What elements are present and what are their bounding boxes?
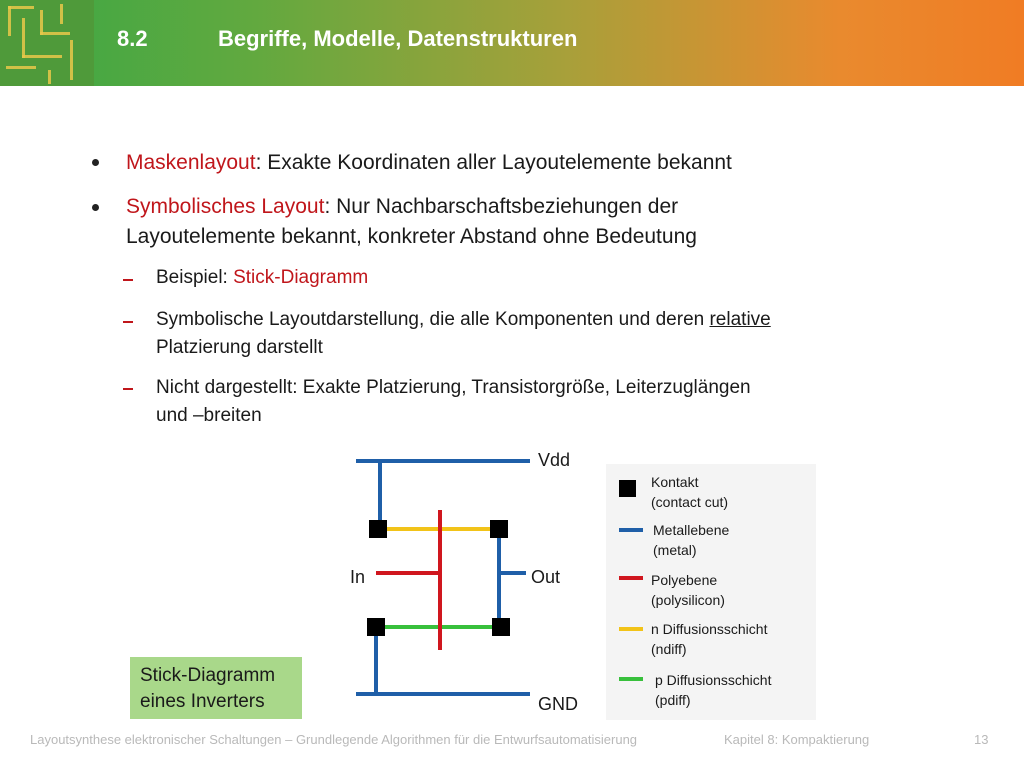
legend-contact: Kontakt (contact cut)	[651, 472, 728, 512]
underlined-word: relative	[709, 309, 771, 330]
legend-label: Polyebene	[651, 572, 718, 588]
label-in: In	[350, 567, 366, 587]
bullet-text: : Nur Nachbarschaftsbeziehungen der	[324, 195, 679, 218]
pdiff-legend-swatch	[619, 677, 643, 681]
legend-label: Kontakt	[651, 474, 699, 490]
term-stick-diagramm: Stick-Diagramm	[233, 267, 369, 288]
section-number: 8.2	[117, 26, 148, 51]
sub-bullet-text: Symbolische Layoutdarstellung, die alle …	[156, 309, 710, 330]
header-band: 8.2 Begriffe, Modelle, Datenstrukturen	[0, 0, 1024, 86]
sub-bullet-continuation: Platzierung darstellt	[156, 337, 323, 358]
label-vdd: Vdd	[538, 450, 571, 470]
legend-metal: Metallebene (metal)	[653, 520, 729, 560]
sub-bullet-nicht-dargestellt: Nicht dargestellt: Exakte Platzierung, T…	[156, 377, 751, 398]
legend-label: (ndiff)	[651, 641, 687, 657]
caption-line: Stick-Diagramm	[140, 665, 276, 686]
caption-line: eines Inverters	[140, 691, 265, 712]
legend-label: (metal)	[653, 542, 697, 558]
poly-legend-swatch	[619, 576, 643, 580]
bullet-dot	[92, 204, 99, 211]
bullet-maskenlayout: Maskenlayout: Exakte Koordinaten aller L…	[126, 148, 732, 178]
label-gnd: GND	[538, 694, 578, 714]
sub-bullet-dash	[123, 321, 133, 323]
contact-cut	[492, 618, 510, 636]
diagram-caption: Stick-Diagramm eines Inverters	[130, 657, 302, 719]
legend-label: Metallebene	[653, 522, 730, 538]
legend-label: (contact cut)	[651, 494, 729, 510]
section-title: Begriffe, Modelle, Datenstrukturen	[218, 26, 578, 51]
university-logo	[0, 0, 94, 86]
bullet-text: : Exakte Koordinaten aller Layoutelement…	[255, 151, 732, 174]
label-out: Out	[531, 567, 561, 587]
footer-page-number: 13	[974, 732, 989, 747]
bullet-continuation: Layoutelemente bekannt, konkreter Abstan…	[126, 225, 697, 248]
legend-label: (pdiff)	[655, 692, 691, 708]
legend-label: n Diffusionsschicht	[651, 621, 768, 637]
contact-cut	[369, 520, 387, 538]
term-maskenlayout: Maskenlayout	[126, 151, 256, 174]
sub-bullet-symbolische-darstellung: Symbolische Layoutdarstellung, die alle …	[156, 306, 771, 334]
sub-bullet-dash	[123, 279, 133, 281]
legend-pdiff: p Diffusionsschicht (pdiff)	[655, 670, 771, 710]
legend-box: Kontakt (contact cut) Metallebene (metal…	[606, 464, 816, 720]
legend-ndiff: n Diffusionsschicht (ndiff)	[651, 619, 767, 659]
sub-bullet-dash	[123, 388, 133, 390]
contact-legend-swatch	[619, 480, 636, 497]
legend-poly: Polyebene (polysilicon)	[651, 570, 725, 610]
footer-chapter: Kapitel 8: Kompaktierung	[724, 732, 870, 747]
sub-bullet-continuation: und –breiten	[156, 405, 262, 426]
legend-label: (polysilicon)	[651, 592, 725, 608]
sub-bullet-beispiel: Beispiel: Stick-Diagramm	[156, 264, 368, 292]
sub-bullet-text: Beispiel:	[156, 267, 234, 288]
ndiff-legend-swatch	[619, 627, 643, 631]
bullet-dot	[92, 159, 99, 166]
contact-cut	[490, 520, 508, 538]
contact-cut	[367, 618, 385, 636]
footer-course: Layoutsynthese elektronischer Schaltunge…	[30, 732, 638, 747]
term-symbolisches-layout: Symbolisches Layout	[126, 195, 325, 218]
legend-label: p Diffusionsschicht	[655, 672, 772, 688]
metal-legend-swatch	[619, 528, 643, 532]
bullet-symbolisches-layout: Symbolisches Layout: Nur Nachbarschaftsb…	[126, 192, 678, 222]
